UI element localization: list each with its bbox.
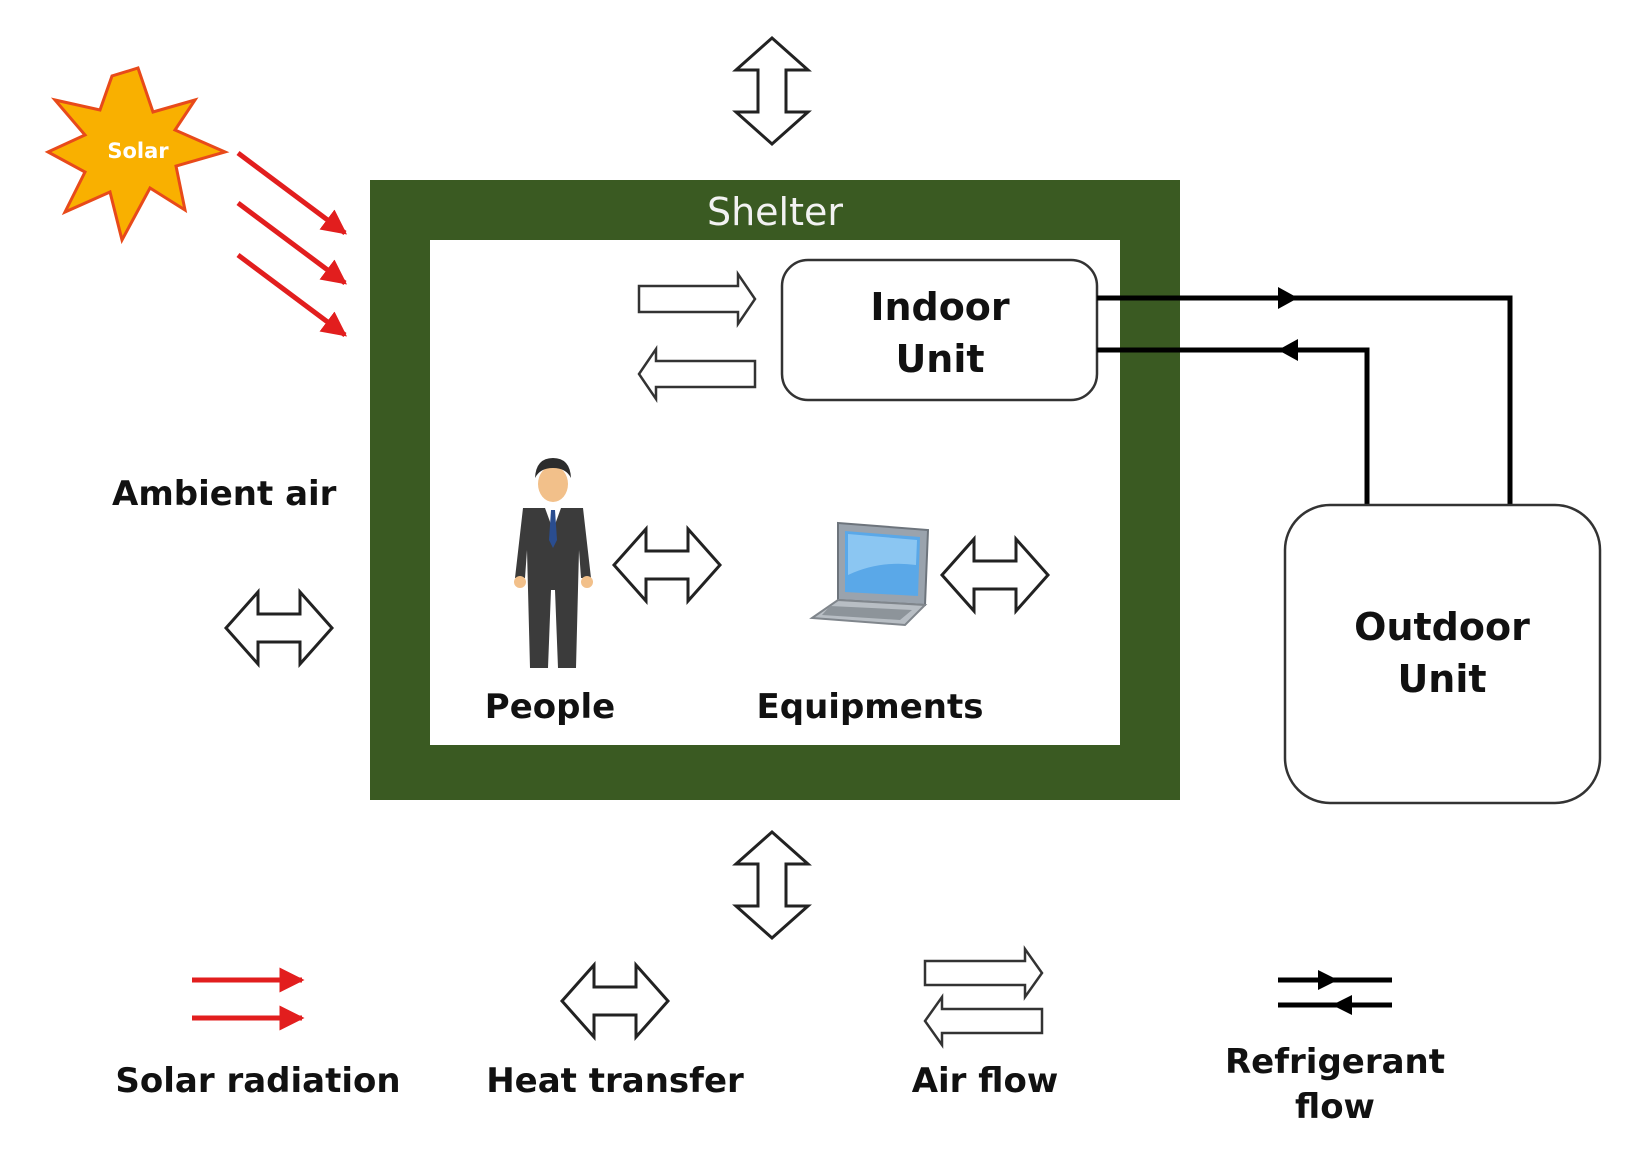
legend-refrigerant-flow-label-line2: flow bbox=[1295, 1087, 1375, 1127]
ambient-air-label: Ambient air bbox=[112, 474, 337, 514]
shelter-title: Shelter bbox=[707, 190, 843, 234]
refrigerant-lines bbox=[1097, 295, 1513, 508]
indoor-unit-label-line2: Unit bbox=[895, 337, 984, 381]
legend: Solar radiation Heat transfer Air flow R… bbox=[115, 945, 1445, 1127]
person-icon bbox=[514, 458, 593, 668]
outdoor-unit-box bbox=[1283, 503, 1602, 805]
refrigerant-return-line bbox=[1097, 347, 1370, 508]
laptop-icon bbox=[809, 521, 930, 627]
legend-refrigerant-flow-icon bbox=[1278, 970, 1392, 1015]
legend-solar-radiation-icon bbox=[192, 967, 305, 1031]
outdoor-unit-label-line1: Outdoor bbox=[1354, 605, 1530, 649]
solar-ray bbox=[236, 200, 348, 286]
sun-icon: Solar bbox=[44, 66, 230, 245]
heat-transfer-arrow-ambient bbox=[224, 590, 334, 666]
solar-ray bbox=[236, 150, 348, 236]
heat-transfer-arrow-bottom bbox=[734, 830, 810, 940]
indoor-unit-box bbox=[780, 258, 1099, 402]
heat-transfer-arrow-top bbox=[734, 36, 810, 146]
refrigerant-arrowhead bbox=[1278, 287, 1298, 309]
indoor-unit-label-line1: Indoor bbox=[870, 285, 1010, 329]
legend-air-flow-icon bbox=[923, 945, 1044, 1049]
outdoor-unit-label-line2: Unit bbox=[1397, 657, 1486, 701]
people-label: People bbox=[485, 687, 615, 727]
sun-label: Solar bbox=[107, 139, 169, 163]
solar-rays bbox=[236, 150, 348, 338]
legend-air-flow-label: Air flow bbox=[912, 1061, 1059, 1101]
solar-ray bbox=[236, 252, 348, 338]
refrigerant-supply-line bbox=[1097, 295, 1513, 508]
legend-refrigerant-flow-label-line1: Refrigerant bbox=[1225, 1042, 1445, 1082]
legend-solar-radiation-label: Solar radiation bbox=[115, 1061, 400, 1101]
refrigerant-arrowhead bbox=[1278, 339, 1298, 361]
legend-heat-transfer-icon bbox=[560, 963, 670, 1039]
air-flow-arrows-indoor bbox=[637, 269, 757, 404]
equipments-label: Equipments bbox=[757, 687, 984, 727]
legend-heat-transfer-label: Heat transfer bbox=[486, 1061, 744, 1101]
